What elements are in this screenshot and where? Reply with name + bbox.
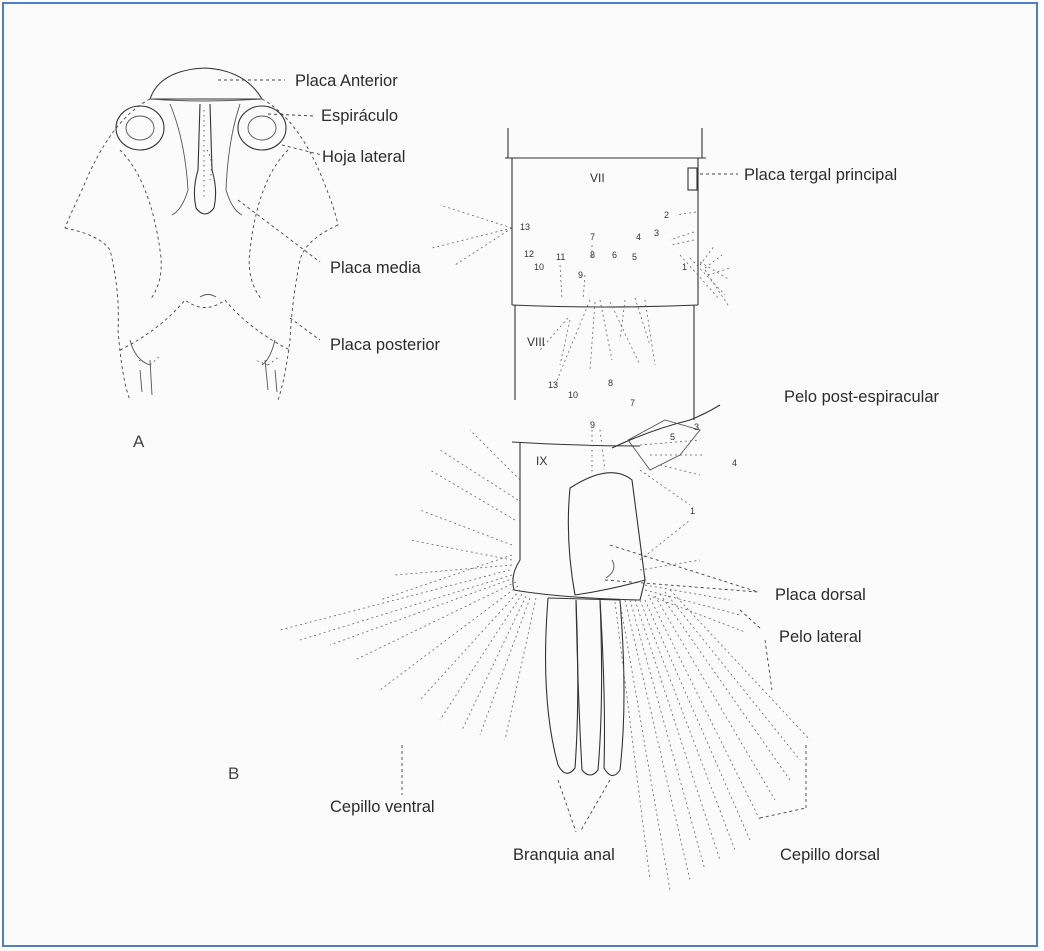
seta-number: 7 xyxy=(630,398,635,408)
segment-label-vii: VII xyxy=(590,171,605,185)
seta-number: 7 xyxy=(590,232,595,242)
seta-number: 2 xyxy=(664,210,669,220)
panel-label-a: A xyxy=(133,432,145,451)
seta-number: 1 xyxy=(690,506,695,516)
seta-number: 3 xyxy=(694,422,699,432)
seta-number: 4 xyxy=(732,458,737,468)
seta-number: 13 xyxy=(548,380,558,390)
seta-number: 5 xyxy=(670,432,675,442)
label-placa-tergal-principal: Placa tergal principal xyxy=(744,166,897,184)
label-cepillo-dorsal: Cepillo dorsal xyxy=(780,846,880,864)
seta-number: 4 xyxy=(636,232,641,242)
label-branquia-anal: Branquia anal xyxy=(513,846,615,864)
panel-b-drawing xyxy=(280,128,810,890)
seta-number: 9 xyxy=(590,420,595,430)
label-placa-media: Placa media xyxy=(330,259,422,277)
label-pelo-lateral: Pelo lateral xyxy=(779,628,862,646)
label-placa-posterior: Placa posterior xyxy=(330,336,441,354)
segment-label-ix: IX xyxy=(536,454,547,468)
label-cepillo-ventral: Cepillo ventral xyxy=(330,798,435,816)
seta-number: 5 xyxy=(632,252,637,262)
seta-number: 10 xyxy=(534,262,544,272)
label-pelo-post-espiracular: Pelo post-espiracular xyxy=(784,388,939,406)
seta-number: 12 xyxy=(524,249,534,259)
seta-number: 13 xyxy=(520,222,530,232)
label-placa-anterior: Placa Anterior xyxy=(295,72,398,90)
seta-number: 1 xyxy=(682,262,687,272)
panel-label-b: B xyxy=(228,764,239,783)
label-espiraculo: Espiráculo xyxy=(321,107,398,125)
seta-number: 8 xyxy=(608,378,613,388)
segment-label-viii: VIII xyxy=(527,335,545,349)
seta-number: 8 xyxy=(590,250,595,260)
seta-number: 10 xyxy=(568,390,578,400)
label-placa-dorsal: Placa dorsal xyxy=(775,586,866,604)
seta-number: 9 xyxy=(578,270,583,280)
panel-a-drawing xyxy=(65,68,338,400)
label-hoja-lateral: Hoja lateral xyxy=(322,148,405,166)
seta-number: 6 xyxy=(612,250,617,260)
panel-a-leaders xyxy=(218,80,322,340)
seta-number: 11 xyxy=(556,252,565,262)
seta-number: 3 xyxy=(654,228,659,238)
